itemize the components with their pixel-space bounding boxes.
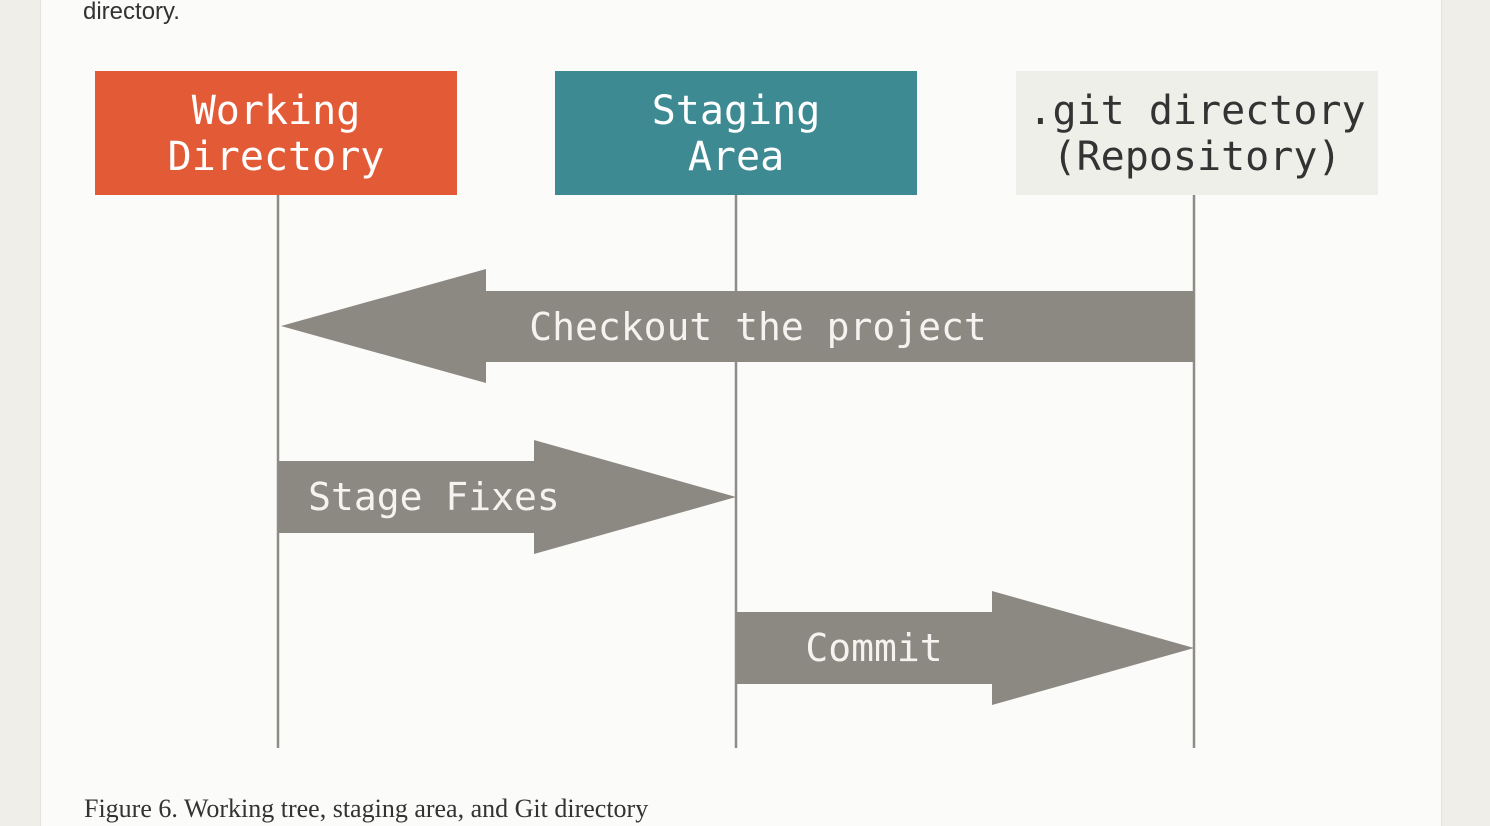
arrow-checkout-shape — [281, 269, 1194, 383]
arrow-stage-fixes: Stage Fixes — [278, 440, 736, 554]
box-staging-area-bg — [555, 71, 917, 195]
box-staging-area-line2: Area — [688, 134, 784, 180]
box-staging-area-line1: Staging — [652, 88, 821, 134]
box-working-directory: Working Directory — [95, 71, 457, 195]
intro-text: directory. — [83, 0, 180, 25]
arrow-checkout-label: Checkout the project — [529, 305, 987, 349]
box-working-directory-bg — [95, 71, 457, 195]
box-working-directory-line2: Directory — [168, 134, 385, 180]
arrow-commit-label: Commit — [805, 626, 942, 670]
figure-caption: Figure 6. Working tree, staging area, an… — [84, 794, 649, 823]
arrow-commit: Commit — [736, 591, 1194, 705]
arrow-stage-fixes-label: Stage Fixes — [308, 475, 560, 519]
arrow-checkout-the-project: Checkout the project — [281, 269, 1194, 383]
box-staging-area: Staging Area — [555, 71, 917, 195]
box-working-directory-line1: Working — [192, 88, 361, 134]
box-git-directory: .git directory (Repository) — [1016, 71, 1378, 195]
box-git-directory-line1: .git directory — [1028, 88, 1365, 134]
arrow-stage-fixes-shape — [278, 440, 736, 554]
arrow-commit-shape — [736, 591, 1194, 705]
box-git-directory-line2: (Repository) — [1053, 134, 1342, 180]
box-git-directory-bg — [1016, 71, 1378, 195]
